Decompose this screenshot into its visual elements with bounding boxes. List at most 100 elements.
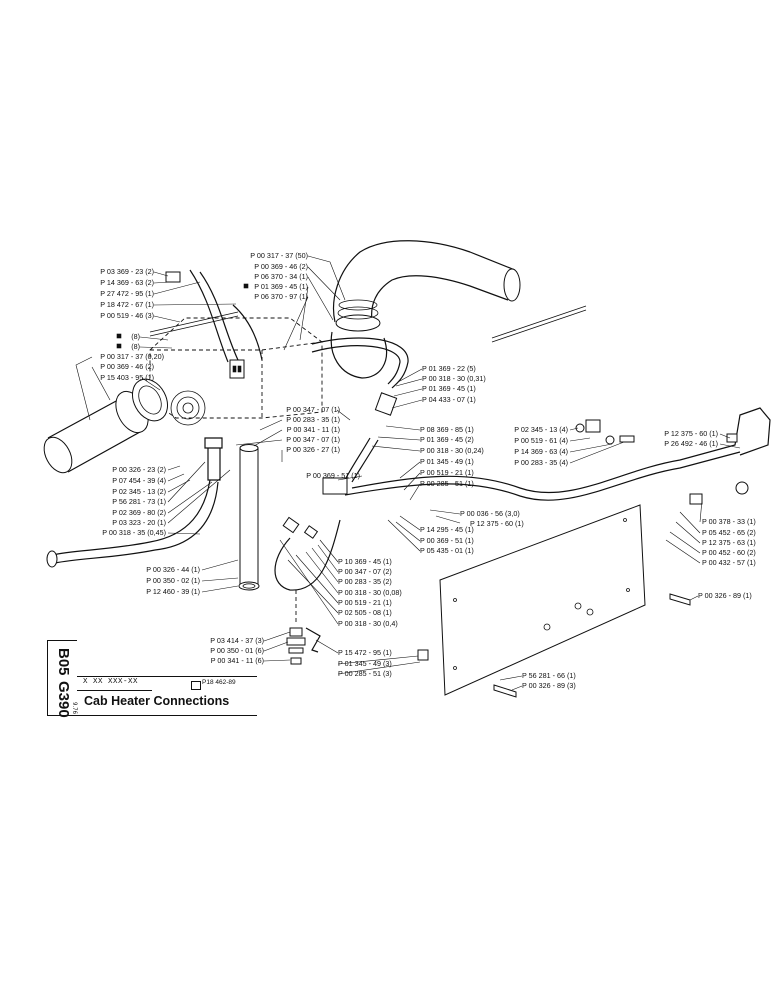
callout: P 00 341 - 11 (6) bbox=[211, 656, 264, 665]
callout: P 01 369 - 45 (2) bbox=[420, 435, 474, 444]
callout: P 00 318 - 30 (0,08) bbox=[338, 588, 402, 597]
callout: P 07 454 - 39 (4) bbox=[112, 476, 166, 485]
callout: P 01 369 - 45 (1) bbox=[422, 384, 476, 393]
callout: P 26 492 - 46 (1) bbox=[664, 439, 718, 448]
callout: P 00 283 - 35 (2) bbox=[338, 577, 392, 586]
callout: P 00 347 - 07 (1) bbox=[286, 405, 340, 414]
serial-divider bbox=[77, 690, 152, 691]
callout: P 15 403 - 95 (1) bbox=[100, 373, 154, 382]
panel-screw-2 bbox=[493, 684, 517, 698]
callout: P 00 519 - 21 (1) bbox=[338, 598, 392, 607]
title-block: B05 G390 9.76 X XX XXX-XX P18 462-89 Cab… bbox=[47, 640, 257, 718]
callout: P 06 370 - 34 (1) bbox=[254, 272, 308, 281]
callout: P 00 347 - 07 (2) bbox=[338, 567, 392, 576]
serial-number: X XX XXX-XX bbox=[83, 678, 139, 686]
clamp bbox=[165, 271, 181, 283]
page-title: Cab Heater Connections bbox=[84, 694, 230, 708]
cable-harness bbox=[189, 269, 239, 363]
in-line-filter bbox=[374, 392, 398, 416]
callout: P 01 369 - 45 (1) bbox=[254, 282, 308, 291]
long-cable-tie bbox=[491, 305, 587, 343]
callout: P 00 350 - 01 (6) bbox=[210, 646, 264, 655]
title-block-side bbox=[47, 640, 77, 716]
right-fitting bbox=[689, 493, 703, 505]
callout: P 00 378 - 33 (1) bbox=[702, 517, 756, 526]
callout: P 00 283 - 35 (1) bbox=[286, 415, 340, 424]
callout: P 00 350 - 02 (1) bbox=[146, 576, 200, 585]
section-code: B05 bbox=[55, 648, 72, 676]
callout: P 00 519 - 46 (3) bbox=[100, 311, 154, 320]
tee-fitting bbox=[204, 437, 223, 481]
callout: P 00 432 - 57 (1) bbox=[702, 558, 756, 567]
callout: P 00 369 - 51 (1) bbox=[306, 471, 360, 480]
cable-harness-2 bbox=[232, 304, 263, 361]
callout: P 14 369 - 63 (4) bbox=[514, 447, 568, 456]
clip bbox=[305, 627, 321, 653]
air-nozzle bbox=[43, 378, 169, 474]
callout: P 56 281 - 73 (1) bbox=[112, 497, 166, 506]
callout: P 27 472 - 95 (1) bbox=[100, 289, 154, 298]
callout: P 14 369 - 63 (2) bbox=[100, 278, 154, 287]
callout: P 02 345 - 13 (4) bbox=[514, 425, 568, 434]
callout: P 03 414 - 37 (3) bbox=[210, 636, 264, 645]
callout: P 01 369 - 22 (5) bbox=[422, 364, 476, 373]
callout: P 00 369 - 51 (1) bbox=[420, 536, 474, 545]
callout: P 12 375 - 60 (1) bbox=[470, 519, 524, 528]
callout: P 00 285 - 51 (1) bbox=[420, 479, 474, 488]
reference-number: P18 462-89 bbox=[202, 679, 236, 686]
callout: (8) bbox=[131, 342, 140, 351]
cable-tie bbox=[149, 311, 239, 337]
callout: P 02 505 - 08 (1) bbox=[338, 608, 392, 617]
callout: P 00 341 - 11 (1) bbox=[287, 425, 340, 434]
callout: P 02 369 - 80 (2) bbox=[112, 508, 166, 517]
marker-square bbox=[243, 283, 249, 289]
lower-fitting bbox=[282, 516, 300, 534]
callout: P 00 318 - 30 (0,24) bbox=[420, 446, 484, 455]
small-nut bbox=[417, 649, 429, 661]
callout: P 00 347 - 07 (1) bbox=[286, 435, 340, 444]
rubber-mount bbox=[286, 590, 306, 665]
title-block-main bbox=[77, 676, 257, 716]
callout: P 56 281 - 66 (1) bbox=[522, 671, 576, 680]
group-code: G390 bbox=[55, 681, 72, 718]
callout: (8) bbox=[131, 332, 140, 341]
callout: P 00 326 - 89 (3) bbox=[522, 681, 576, 690]
callout: P 06 370 - 97 (1) bbox=[254, 292, 308, 301]
callout: P 00 326 - 27 (1) bbox=[286, 445, 340, 454]
callout: P 00 036 - 56 (3,0) bbox=[460, 509, 520, 518]
callout: P 00 317 - 37 (0,20) bbox=[100, 352, 164, 361]
callout: P 03 323 - 20 (1) bbox=[112, 518, 166, 527]
union-fitting bbox=[726, 433, 738, 443]
callout: P 12 460 - 39 (1) bbox=[146, 587, 200, 596]
callout: P 00 519 - 61 (4) bbox=[514, 436, 568, 445]
callout: P 00 283 - 35 (4) bbox=[514, 458, 568, 467]
callout: P 00 452 - 60 (2) bbox=[702, 548, 756, 557]
callout: P 00 519 - 21 (1) bbox=[420, 468, 474, 477]
callout: P 01 345 - 49 (3) bbox=[338, 659, 392, 668]
callout: P 00 318 - 30 (0,4) bbox=[338, 619, 398, 628]
callout: P 00 318 - 35 (0,45) bbox=[102, 528, 166, 537]
callout: P 00 318 - 30 (0,31) bbox=[422, 374, 486, 383]
air-duct-elbow bbox=[330, 240, 521, 379]
callout: P 00 326 - 23 (2) bbox=[112, 465, 166, 474]
callout: P 00 317 - 37 (50) bbox=[250, 251, 308, 260]
leader-lines bbox=[75, 255, 741, 691]
callout: P 14 295 - 45 (1) bbox=[420, 525, 474, 534]
clamp-assembly bbox=[575, 419, 635, 445]
callout: P 18 472 - 67 (1) bbox=[100, 300, 154, 309]
callout: P 05 435 - 01 (1) bbox=[420, 546, 474, 555]
vertical-pipe bbox=[238, 444, 260, 591]
callout: P 12 375 - 63 (1) bbox=[702, 538, 756, 547]
panel-screw bbox=[669, 593, 691, 606]
callout: P 00 326 - 44 (1) bbox=[146, 565, 200, 574]
marker-square bbox=[116, 333, 122, 339]
cover-panel bbox=[439, 504, 646, 696]
hoses bbox=[46, 337, 771, 591]
callout: P 12 375 - 60 (1) bbox=[664, 429, 718, 438]
callout: P 15 472 - 95 (1) bbox=[338, 648, 392, 657]
callout: P 02 345 - 13 (2) bbox=[112, 487, 166, 496]
water-valve bbox=[322, 477, 348, 495]
callout: P 00 285 - 51 (3) bbox=[338, 669, 392, 678]
callout: P 08 369 - 85 (1) bbox=[420, 425, 474, 434]
